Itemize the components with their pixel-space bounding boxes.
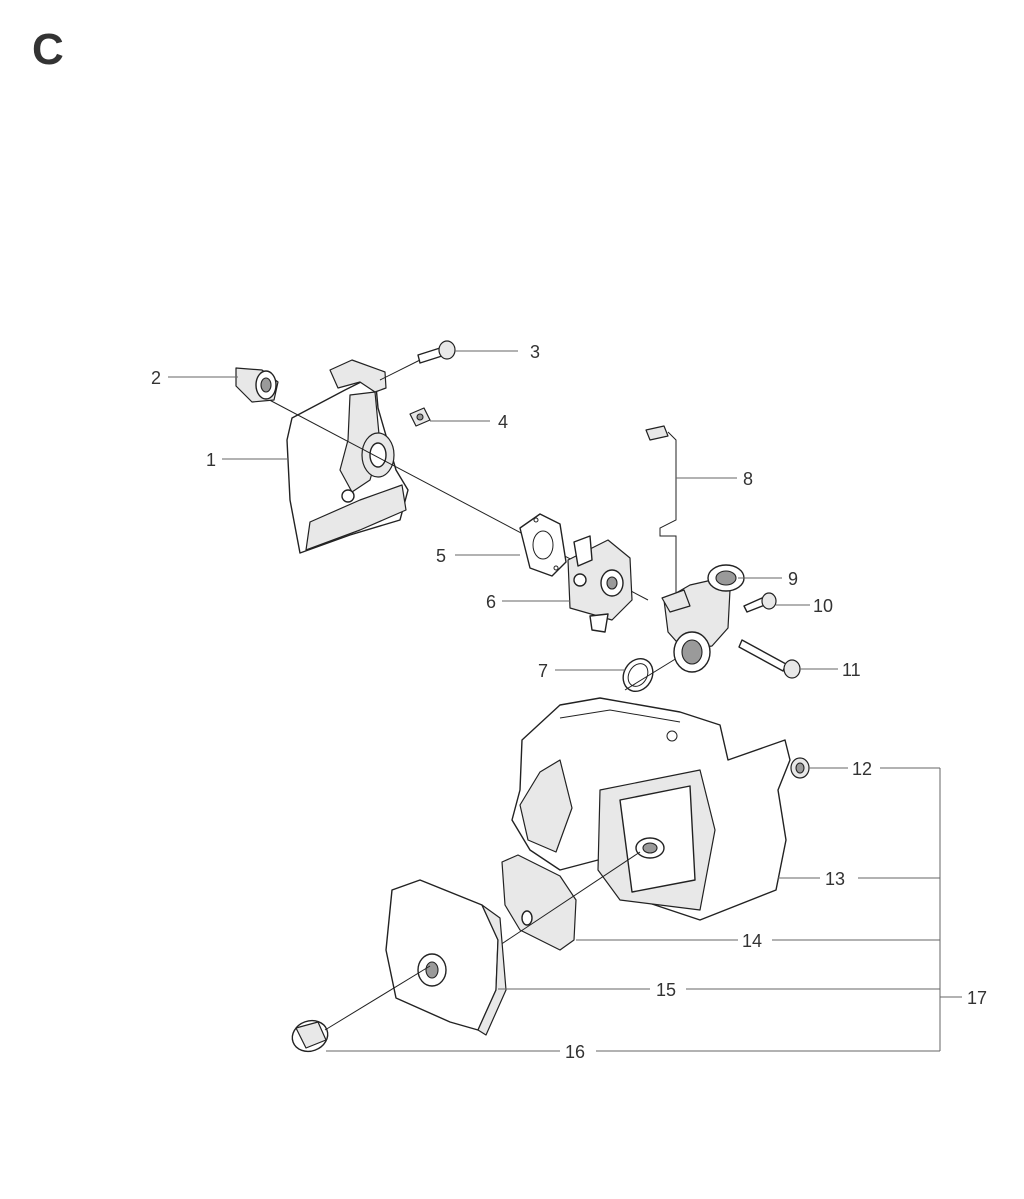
part-7-o-ring[interactable] (617, 649, 691, 697)
callout-16: 16 (565, 1042, 585, 1062)
part-5-gasket[interactable] (519, 513, 567, 577)
part-4-washer[interactable] (409, 407, 431, 427)
part-6-carburetor[interactable] (567, 535, 633, 633)
part-3-screw[interactable] (379, 340, 456, 381)
callout-3: 3 (530, 342, 540, 362)
part-1-carburetor-cover[interactable] (259, 359, 649, 601)
callout-11: 11 (842, 660, 861, 680)
part-11-long-screw[interactable] (738, 639, 801, 679)
part-2-grommet[interactable] (235, 367, 279, 403)
part-9-intake-adapter[interactable] (661, 564, 745, 673)
leader-lines (168, 350, 962, 1052)
section-letter: C (32, 25, 64, 74)
callout-13: 13 (825, 869, 845, 889)
callout-15: 15 (656, 980, 676, 1000)
part-12-nut[interactable] (790, 757, 810, 779)
callout-14: 14 (742, 931, 762, 951)
callout-2: 2 (151, 368, 161, 388)
part-10-screw[interactable] (743, 592, 777, 613)
callout-1: 1 (206, 450, 216, 470)
callout-9: 9 (788, 569, 798, 589)
callout-12: 12 (852, 759, 872, 779)
part-14-filter-element[interactable] (499, 851, 641, 951)
part-15-filter-cover[interactable] (385, 879, 507, 1036)
callout-17: 17 (967, 988, 987, 1008)
callout-6: 6 (486, 592, 496, 612)
callout-10: 10 (813, 596, 833, 616)
callout-8: 8 (743, 469, 753, 489)
part-8-throttle-rod[interactable] (645, 425, 677, 595)
part-16-knob[interactable] (288, 965, 431, 1056)
callout-4: 4 (498, 412, 508, 432)
callout-7: 7 (538, 661, 548, 681)
callout-5: 5 (436, 546, 446, 566)
part-13-filter-housing[interactable] (511, 697, 791, 921)
callout-labels: 1 2 3 4 5 6 7 8 9 10 11 12 13 14 15 16 1… (151, 342, 987, 1062)
